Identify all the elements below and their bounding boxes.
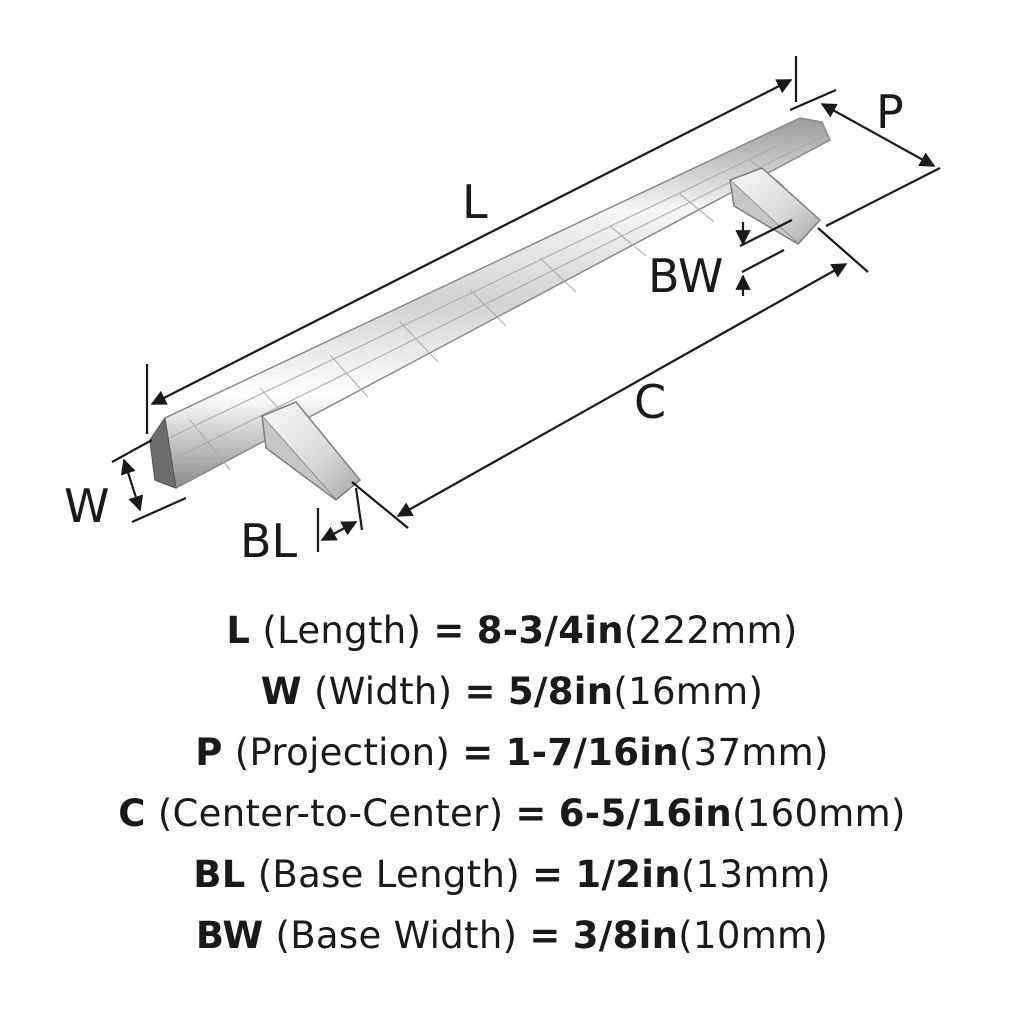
spec-equals: =: [529, 914, 561, 957]
spec-name: (Length): [262, 609, 422, 652]
spec-name: (Base Width): [275, 914, 518, 957]
spec-row: P (Projection) = 1-7/16in(37mm): [0, 722, 1024, 783]
left-post: [260, 401, 362, 502]
spec-equals: =: [464, 670, 496, 713]
spec-inches: 3/8in: [572, 914, 679, 957]
spec-equals: =: [433, 609, 465, 652]
spec-millimeters: (222mm): [623, 609, 798, 652]
spec-name: (Center-to-Center): [157, 792, 504, 835]
pull-end-cap: [149, 416, 177, 489]
dimension-specs: L (Length) = 8-3/4in(222mm)W (Width) = 5…: [0, 600, 1024, 966]
projection-dimension-line: [820, 103, 936, 167]
label-base-width: BW: [648, 249, 723, 303]
spec-equals: =: [462, 731, 494, 774]
spec-inches: 1/2in: [575, 853, 681, 896]
spec-millimeters: (160mm): [732, 792, 906, 835]
spec-code: C: [118, 792, 146, 835]
handle-dimension-diagram: L P BW C W BL: [64, 56, 941, 568]
spec-equals: =: [532, 853, 564, 896]
projection-extension-top: [789, 88, 837, 112]
spec-code: BL: [193, 853, 246, 896]
pull-bar: [149, 117, 831, 489]
label-length: L: [462, 175, 488, 229]
spec-millimeters: (16mm): [613, 670, 764, 713]
spec-name: (Projection): [234, 731, 451, 774]
spec-inches: 6-5/16in: [558, 792, 733, 835]
spec-inches: 8-3/4in: [476, 609, 624, 652]
center-extension-left: [351, 481, 409, 529]
spec-row: BL (Base Length) = 1/2in(13mm): [0, 844, 1024, 905]
base-length-dimension-line: [320, 521, 358, 541]
width-dimension-line: [120, 458, 144, 512]
spec-inches: 1-7/16in: [505, 731, 679, 774]
spec-code: P: [195, 731, 223, 774]
base-width-extension-bottom: [741, 249, 785, 273]
spec-row: C (Center-to-Center) = 6-5/16in(160mm): [0, 783, 1024, 844]
center-extension-right: [817, 227, 869, 273]
label-base-length: BL: [240, 514, 298, 568]
spec-equals: =: [515, 792, 547, 835]
spec-code: L: [226, 609, 251, 652]
spec-name: (Base Length): [257, 853, 520, 896]
length-dimension-line: [150, 79, 793, 405]
spec-row: L (Length) = 8-3/4in(222mm): [0, 600, 1024, 661]
center-dimension-line: [396, 263, 848, 517]
spec-millimeters: (13mm): [680, 853, 831, 896]
spec-row: BW (Base Width) = 3/8in(10mm): [0, 905, 1024, 966]
spec-code: BW: [195, 914, 264, 957]
spec-millimeters: (10mm): [678, 914, 829, 957]
width-extension-bottom: [131, 496, 187, 524]
projection-extension-bottom: [825, 167, 941, 227]
base-length-extension-right: [354, 487, 364, 531]
label-center: C: [634, 375, 666, 429]
width-extension-top: [111, 439, 153, 463]
label-projection: P: [876, 85, 904, 139]
spec-code: W: [260, 670, 302, 713]
spec-millimeters: (37mm): [678, 731, 829, 774]
spec-name: (Width): [313, 670, 453, 713]
spec-row: W (Width) = 5/8in(16mm): [0, 661, 1024, 722]
cabinet-pull-illustration: [149, 117, 831, 502]
label-width: W: [64, 479, 109, 533]
spec-inches: 5/8in: [507, 670, 614, 713]
